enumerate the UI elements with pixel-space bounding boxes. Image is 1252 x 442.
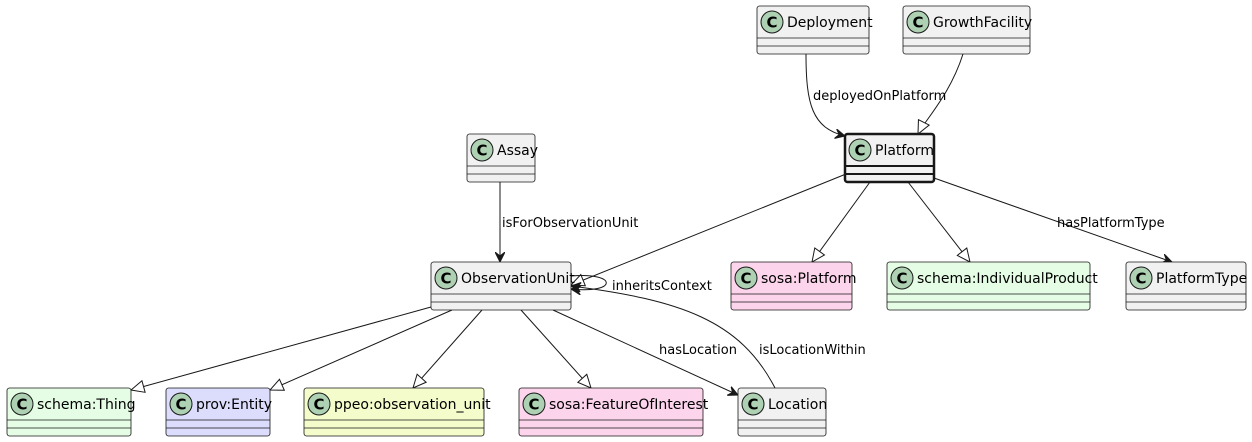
- class-name: Location: [768, 397, 827, 413]
- generalization-edge-observationunit-to-prov-entity: [268, 309, 453, 391]
- class-box-frame: [518, 387, 704, 437]
- generalization-edge-growthfacility-to-platform: [917, 53, 964, 136]
- class-stereotype-icon: [169, 392, 193, 416]
- class-stereotype-icon: [434, 266, 458, 290]
- class-stereotype-icon: [760, 10, 784, 34]
- generalization-edge-observationunit-to-schema-thing: [129, 306, 432, 393]
- relation-label-r7: hasPlatformType: [1057, 216, 1165, 231]
- class-stereotype-letter: C: [1135, 270, 1146, 288]
- generalization-edge-platform-to-schema-individualproduct: [907, 181, 971, 263]
- class-stereotype-letter: C: [740, 270, 751, 288]
- class-box-observationunit[interactable]: C ObservationUnit: [430, 261, 575, 311]
- relation-label-r14: isLocationWithin: [759, 343, 866, 358]
- class-box-frame: [730, 261, 853, 311]
- class-stereotype-letter: C: [440, 270, 451, 288]
- generalization-edge-observationunit-to-ppeo-observation-unit: [412, 309, 483, 389]
- class-stereotype-icon: [10, 392, 34, 416]
- class-name: ObservationUnit: [461, 271, 575, 287]
- class-name: Platform: [875, 143, 934, 159]
- class-name: GrowthFacility: [933, 15, 1032, 31]
- class-name: sosa:Platform: [761, 271, 857, 287]
- class-stereotype-letter: C: [912, 14, 923, 32]
- class-stereotype-letter: C: [896, 270, 907, 288]
- class-box-growthfacility[interactable]: C GrowthFacility: [902, 5, 1032, 55]
- class-stereotype-icon: [848, 138, 872, 162]
- class-box-frame: [165, 387, 271, 437]
- class-name: prov:Entity: [196, 397, 272, 413]
- class-stereotype-icon: [470, 138, 494, 162]
- class-name: sosa:FeatureOfInterest: [549, 397, 709, 413]
- class-stereotype-icon: [307, 392, 331, 416]
- relation-label-r1: deployedOnPlatform: [813, 89, 946, 104]
- class-stereotype-letter: C: [476, 142, 487, 160]
- class-stereotype-letter: C: [854, 142, 865, 160]
- class-stereotype-icon: [522, 392, 546, 416]
- class-name: ppeo:observation_unit: [334, 397, 491, 413]
- class-stereotype-icon: [1129, 266, 1153, 290]
- association-edge-location-to-observationunit: [571, 286, 776, 389]
- class-box-frame: [303, 387, 485, 437]
- generalization-edge-platform-to-sosa-platform: [811, 181, 871, 263]
- class-box-frame: [6, 387, 132, 437]
- class-stereotype-icon: [906, 10, 930, 34]
- class-stereotype-icon: [734, 266, 758, 290]
- generalization-edge-observationunit-to-sosa-featureofinterest: [520, 309, 592, 389]
- association-edge-observationunit-to-location: [552, 309, 738, 395]
- class-box-assay[interactable]: C Assay: [466, 133, 538, 183]
- relations-layer: [129, 53, 1172, 395]
- class-box-location[interactable]: C Location: [737, 387, 827, 437]
- association-edge-platform-to-platformtype: [933, 177, 1172, 262]
- association-edge-deployment-to-platform: [805, 53, 845, 136]
- class-name: schema:Thing: [37, 397, 136, 413]
- class-name: Deployment: [787, 15, 873, 31]
- class-stereotype-icon: [741, 392, 765, 416]
- class-stereotype-icon: [890, 266, 914, 290]
- class-box-frame: [430, 261, 572, 311]
- class-box-frame: [1125, 261, 1247, 311]
- class-box-frame: [902, 5, 1031, 55]
- class-box-frame: [756, 5, 870, 55]
- class-stereotype-letter: C: [16, 396, 27, 414]
- class-name: schema:IndividualProduct: [917, 271, 1098, 287]
- class-box-platform[interactable]: C Platform: [843, 132, 936, 184]
- relation-labels-layer: deployedOnPlatform isForObservationUnit ha…: [502, 89, 1165, 358]
- relation-label-r3: isForObservationUnit: [502, 216, 638, 231]
- class-name: Assay: [497, 143, 538, 159]
- class-stereotype-letter: C: [175, 396, 186, 414]
- class-stereotype-letter: C: [766, 14, 777, 32]
- generalization-edge-platform-to-observationunit: [569, 173, 847, 287]
- class-box-deployment[interactable]: C Deployment: [756, 5, 873, 55]
- relation-label-r8: inheritsContext: [612, 279, 712, 294]
- class-name: PlatformType: [1156, 271, 1247, 287]
- class-stereotype-letter: C: [747, 396, 758, 414]
- association-edge-observationunit-to-observationunit: [571, 275, 607, 290]
- class-box-platformtype[interactable]: C PlatformType: [1125, 261, 1247, 311]
- class-box-frame: [886, 261, 1091, 311]
- relation-label-r13: hasLocation: [659, 343, 737, 358]
- class-stereotype-letter: C: [313, 396, 324, 414]
- class-stereotype-letter: C: [528, 396, 539, 414]
